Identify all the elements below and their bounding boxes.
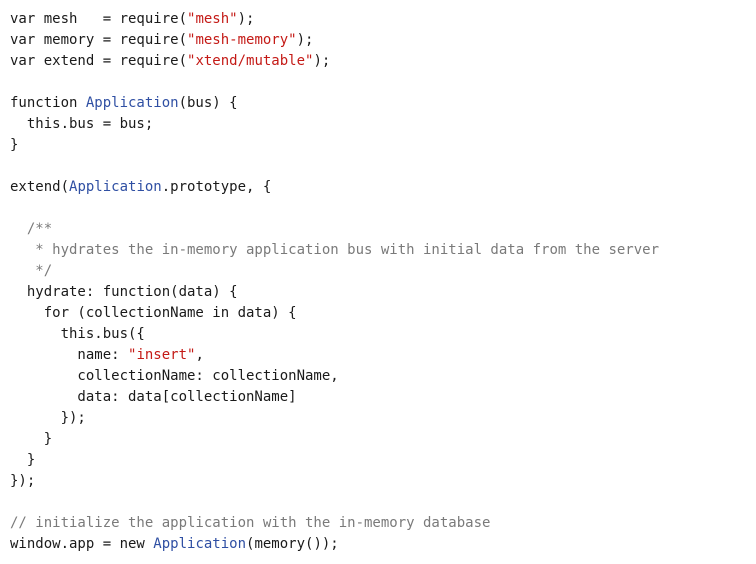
code-comment: /** [10, 221, 53, 237]
code-line[interactable]: function Application(bus) { [10, 93, 756, 114]
code-line[interactable]: // initialize the application with the i… [10, 513, 756, 534]
function-name: Application [85, 95, 179, 111]
code-line[interactable]: hydrate: function(data) { [10, 282, 756, 303]
code-comment: * hydrates the in-memory application bus… [10, 242, 660, 258]
code-text: this.bus = bus; [10, 116, 154, 132]
code-line[interactable] [10, 198, 756, 219]
string-literal: "mesh" [187, 11, 238, 27]
code-line[interactable]: }); [10, 471, 756, 492]
code-line[interactable]: this.bus({ [10, 324, 756, 345]
code-line[interactable]: } [10, 135, 756, 156]
code-text: data: data[collectionName] [10, 389, 297, 405]
code-text: function [10, 95, 86, 111]
code-text: } [10, 452, 36, 468]
code-text: } [10, 137, 19, 153]
code-text: }); [10, 473, 36, 489]
code-line[interactable]: data: data[collectionName] [10, 387, 756, 408]
code-comment: */ [10, 263, 53, 279]
code-text: } [10, 431, 53, 447]
code-line[interactable] [10, 72, 756, 93]
code-text: name: [10, 347, 129, 363]
function-name: Application [69, 179, 162, 195]
code-text: var mesh = require( [10, 11, 188, 27]
code-line[interactable]: collectionName: collectionName, [10, 366, 756, 387]
code-line[interactable]: }); [10, 408, 756, 429]
code-line[interactable]: } [10, 429, 756, 450]
code-text: window.app = new [10, 536, 154, 552]
code-text: var extend = require( [10, 53, 188, 69]
code-text: (bus) { [178, 95, 238, 111]
code-line[interactable]: var memory = require("mesh-memory"); [10, 30, 756, 51]
code-text: , [195, 347, 204, 363]
code-line[interactable]: for (collectionName in data) { [10, 303, 756, 324]
string-literal: "xtend/mutable" [187, 53, 314, 69]
code-text: .prototype, { [161, 179, 272, 195]
string-literal: "mesh-memory" [187, 32, 297, 48]
code-text: }); [10, 410, 86, 426]
code-text: (memory()); [246, 536, 339, 552]
code-text: hydrate: function(data) { [10, 284, 238, 300]
code-line[interactable] [10, 156, 756, 177]
code-text: ); [296, 32, 314, 48]
code-line[interactable]: extend(Application.prototype, { [10, 177, 756, 198]
code-text: this.bus({ [10, 326, 145, 342]
code-line[interactable]: * hydrates the in-memory application bus… [10, 240, 756, 261]
code-text: ); [237, 11, 255, 27]
code-text: var memory = require( [10, 32, 188, 48]
code-line[interactable]: /** [10, 219, 756, 240]
code-line[interactable]: window.app = new Application(memory()); [10, 534, 756, 555]
code-line[interactable]: */ [10, 261, 756, 282]
code-line[interactable]: var mesh = require("mesh"); [10, 9, 756, 30]
code-line[interactable]: var extend = require("xtend/mutable"); [10, 51, 756, 72]
code-text: ); [313, 53, 331, 69]
code-line[interactable] [10, 492, 756, 513]
function-name: Application [153, 536, 247, 552]
code-text: for (collectionName in data) { [10, 305, 297, 321]
code-text: extend( [10, 179, 70, 195]
string-literal: "insert" [128, 347, 196, 363]
code-comment: // initialize the application with the i… [10, 515, 491, 531]
code-text: collectionName: collectionName, [10, 368, 339, 384]
code-line[interactable]: } [10, 450, 756, 471]
code-line[interactable]: this.bus = bus; [10, 114, 756, 135]
code-line[interactable]: name: "insert", [10, 345, 756, 366]
